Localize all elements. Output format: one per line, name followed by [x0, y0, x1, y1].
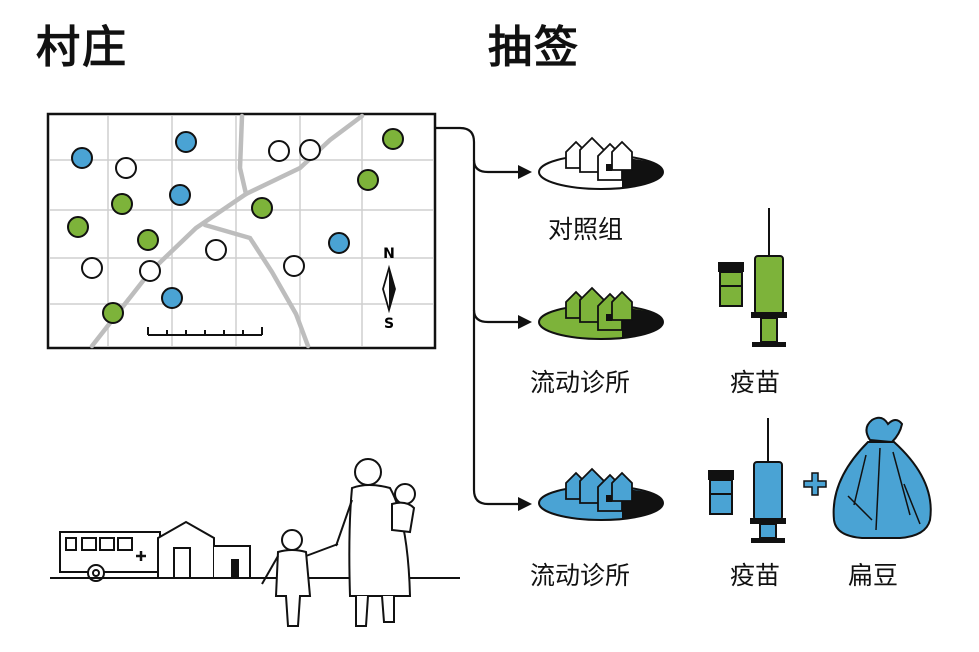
compass-north-label: N — [383, 246, 395, 262]
village-dot — [175, 131, 197, 153]
arrow-head-icon — [518, 165, 532, 179]
village-dot — [137, 229, 159, 251]
compass-south-label: S — [384, 316, 394, 332]
compass-needle-fill — [389, 268, 395, 310]
village-dot — [205, 239, 227, 261]
arrow-heads — [518, 165, 532, 511]
vaccine-vial-icon-green — [718, 262, 744, 307]
extra-label-vaccine-green: 疫苗 — [730, 368, 781, 397]
scale-bar — [147, 327, 263, 336]
group-label-clinic-green: 流动诊所 — [530, 368, 631, 397]
village-dot — [328, 232, 350, 254]
village-dot — [71, 147, 93, 169]
compass: N S — [382, 246, 396, 332]
village-dot — [115, 157, 137, 179]
syringe-icon-blue — [750, 418, 786, 543]
lottery-heading: 抽签 — [488, 22, 580, 73]
village-dot — [67, 216, 89, 238]
clinic-building-icon — [157, 520, 251, 579]
plus-icon — [803, 472, 827, 496]
village-dot — [111, 193, 133, 215]
village-dot — [268, 140, 290, 162]
child-figure-icon — [261, 529, 339, 627]
village-dot — [251, 197, 273, 219]
village-map: N S — [46, 112, 437, 350]
group-label-clinic-blue: 流动诊所 — [530, 561, 631, 590]
village-dot — [283, 255, 305, 277]
village-dot — [299, 139, 321, 161]
clinic-village-icon-blue — [538, 467, 664, 521]
village-dot — [102, 302, 124, 324]
village-dot — [161, 287, 183, 309]
village-dots — [67, 128, 404, 324]
adult-figure-icon — [335, 458, 412, 627]
village-dot — [81, 257, 103, 279]
group-label-control: 对照组 — [548, 215, 624, 244]
extra-label-lentils: 扁豆 — [848, 561, 899, 590]
lottery-arrows — [435, 126, 520, 506]
arrow-head-icon — [518, 497, 532, 511]
arrow-head-icon — [518, 315, 532, 329]
baby-figure-icon — [391, 483, 416, 534]
mobile-clinic-bus-icon — [59, 531, 161, 582]
village-dot — [357, 169, 379, 191]
vaccine-vial-icon-blue — [708, 470, 734, 515]
village-dot — [139, 260, 161, 282]
village-dot — [169, 184, 191, 206]
clinic-village-icon-green — [538, 286, 664, 340]
village-dot — [382, 128, 404, 150]
syringe-icon-green — [751, 208, 787, 347]
extra-label-vaccine-blue: 疫苗 — [730, 561, 781, 590]
control-village-icon — [538, 136, 664, 190]
village-heading: 村庄 — [36, 22, 128, 73]
lentil-bag-icon — [832, 416, 932, 539]
